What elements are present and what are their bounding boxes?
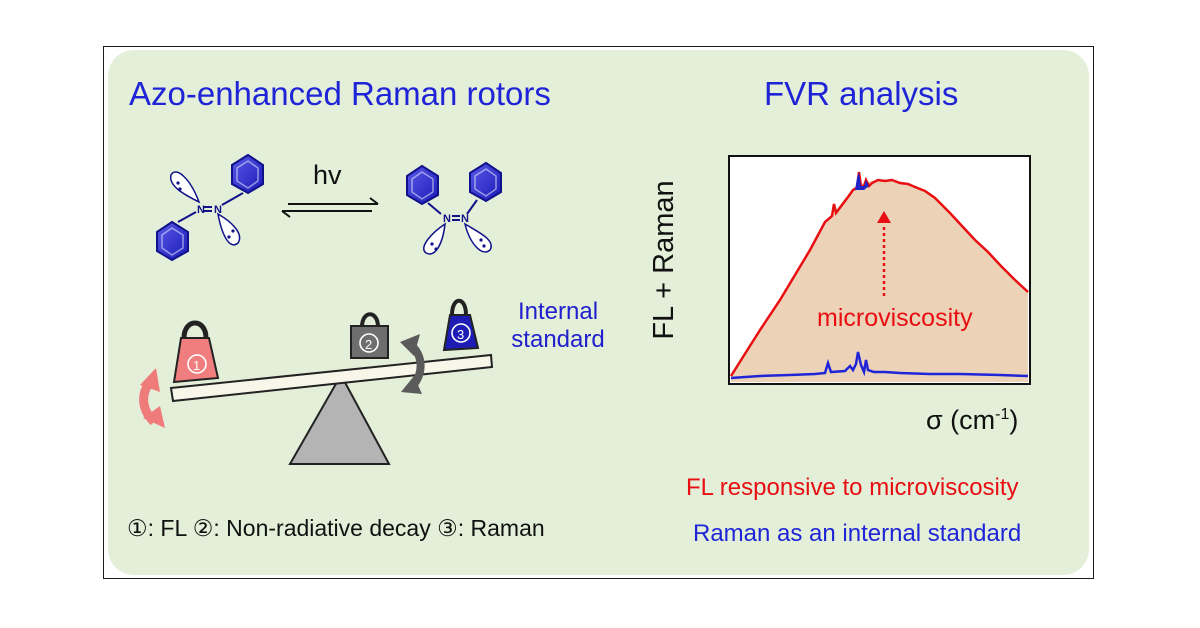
weight-non-radiative: 2 — [350, 312, 389, 359]
x-axis-label: σ (cm-1) — [926, 405, 1019, 435]
equilibrium-arrows — [281, 197, 379, 218]
raman-spectrum-line — [730, 351, 1029, 380]
raman-note: Raman as an internal standard — [693, 520, 1022, 547]
weight-marker-2: 2 — [365, 337, 372, 352]
fl-spectrum-peak-highlight — [855, 172, 869, 190]
cis-azobenzene: N N — [406, 161, 502, 255]
lone-pair-orbital-2 — [216, 212, 241, 246]
lone-pair-orbital-3 — [423, 222, 446, 255]
rotation-arrow-left — [139, 368, 165, 428]
fl-note: FL responsive to microviscosity — [686, 474, 1019, 501]
left-panel-title: Azo-enhanced Raman rotors — [129, 75, 551, 112]
weight-raman: 3 — [442, 298, 480, 352]
nitrogen-label-3: N — [443, 213, 451, 225]
right-panel-title: FVR analysis — [764, 75, 959, 112]
weight-marker-3: 3 — [457, 327, 464, 342]
microviscosity-label: microviscosity — [817, 304, 973, 332]
internal-standard-line-2: standard — [511, 326, 605, 353]
light-label: hv — [313, 160, 342, 190]
nitrogen-label-1: N — [197, 204, 205, 216]
weight-fl: 1 — [172, 320, 220, 384]
weight-legend: ①: FL ②: Non-radiative decay ③: Raman — [127, 515, 545, 541]
nitrogen-label-4: N — [461, 213, 469, 225]
y-axis-label: FL + Raman — [648, 180, 680, 340]
nitrogen-label-2: N — [214, 204, 222, 216]
fl-fill-area — [731, 181, 1028, 382]
internal-standard-label: Internal standard — [503, 298, 613, 354]
weight-marker-1: 1 — [193, 358, 200, 373]
lone-pair-orbital-1 — [170, 171, 201, 204]
microviscosity-arrow-head — [877, 211, 891, 223]
seesaw: 1 2 3 — [139, 298, 494, 465]
internal-standard-line-1: Internal — [517, 298, 599, 325]
rotation-arrow-right — [400, 334, 425, 394]
trans-azobenzene: N N — [156, 153, 264, 262]
seesaw-beam — [169, 353, 494, 403]
seesaw-fulcrum — [288, 372, 391, 465]
